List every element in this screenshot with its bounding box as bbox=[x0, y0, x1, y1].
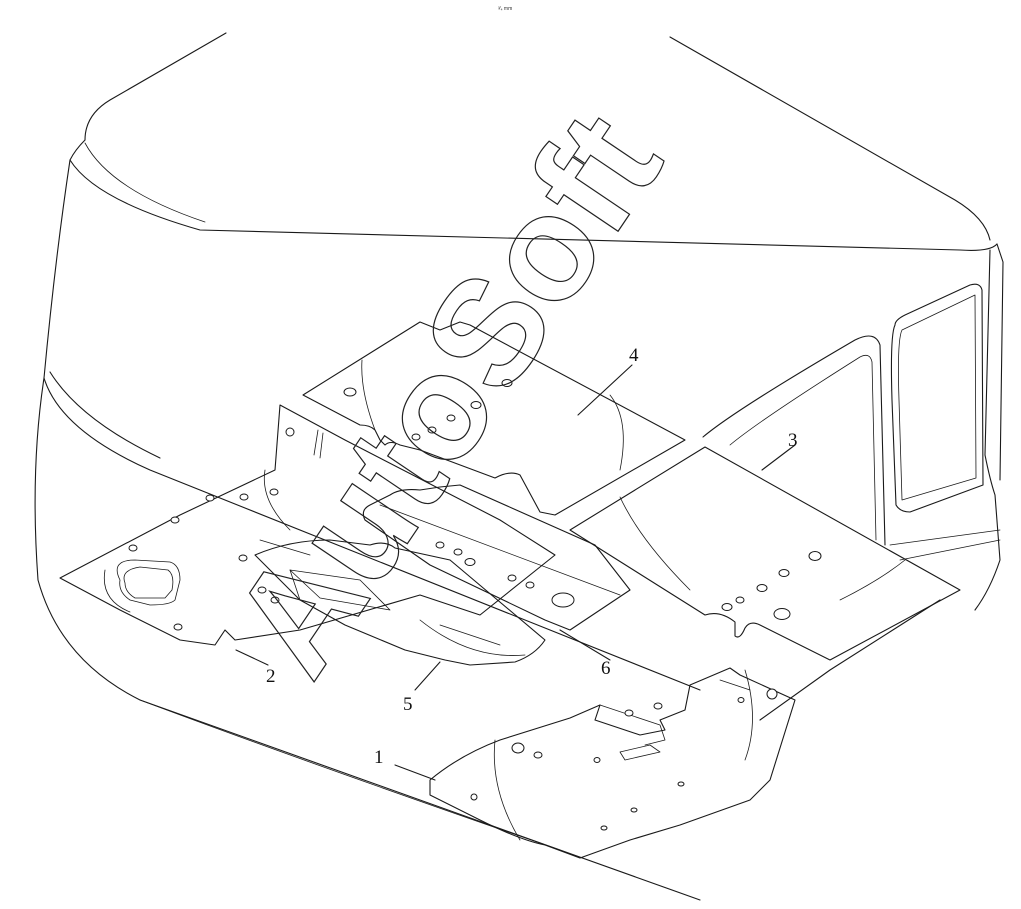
callout-2: 2 bbox=[266, 666, 276, 687]
floor-mat-1 bbox=[429, 667, 796, 859]
floor-mat-6 bbox=[362, 484, 631, 631]
callout-5: 5 bbox=[403, 694, 413, 715]
autosoft-watermark: AutoSoft bbox=[199, 84, 692, 703]
callout-3: 3 bbox=[788, 430, 798, 451]
callout-labels: 1 2 3 4 5 6 bbox=[266, 345, 798, 768]
floor-mat-3 bbox=[569, 446, 961, 661]
header-mark: ³⁄₄ mm bbox=[498, 6, 513, 12]
floor-mat-4 bbox=[302, 321, 686, 516]
callout-1: 1 bbox=[374, 747, 384, 768]
callout-6: 6 bbox=[601, 658, 611, 679]
callout-leaders bbox=[235, 364, 796, 781]
callout-4: 4 bbox=[629, 345, 639, 366]
floor-mat-2 bbox=[59, 404, 556, 646]
door-window bbox=[702, 283, 984, 546]
cab-body bbox=[34, 32, 1004, 901]
floor-mat-5 bbox=[254, 539, 546, 666]
